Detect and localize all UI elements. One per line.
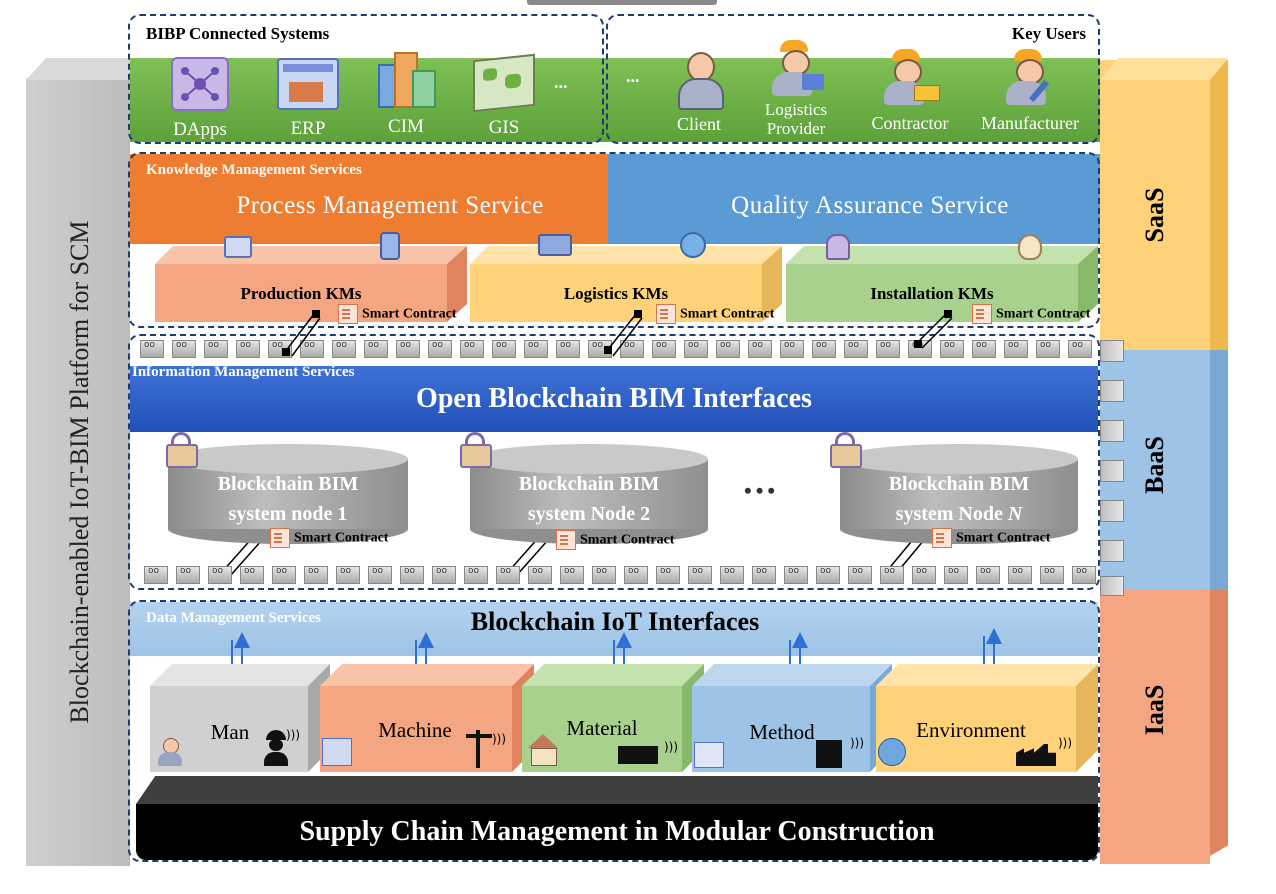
smart-contract-km-1: Smart Contract bbox=[338, 304, 456, 324]
bim-node-n: Blockchain BIM system Node N bbox=[840, 444, 1078, 544]
information-panel bbox=[128, 334, 1100, 590]
factory-screen-icon bbox=[277, 58, 339, 110]
wifi-icon: ))) bbox=[286, 728, 301, 742]
process-band bbox=[130, 154, 608, 244]
connected-systems-title: BIBP Connected Systems bbox=[146, 24, 330, 43]
open-bim-interfaces: Open Blockchain BIM Interfaces bbox=[416, 383, 812, 414]
blockchain-bottom bbox=[144, 562, 1100, 588]
iaas-pillar bbox=[1100, 590, 1210, 864]
client-item: Client bbox=[656, 36, 742, 146]
container-icon bbox=[618, 746, 658, 764]
buildings-icon bbox=[378, 52, 436, 108]
schedule-icon bbox=[694, 742, 724, 768]
wifi-icon: ))) bbox=[850, 736, 865, 750]
wifi-icon: ))) bbox=[1058, 736, 1073, 750]
nodes-ellipsis: ••• bbox=[744, 478, 780, 503]
smart-contract-node-n: Smart Contract bbox=[932, 528, 1050, 548]
padlock-icon bbox=[828, 432, 862, 468]
contract-icon bbox=[932, 528, 952, 548]
erp-item: ERP bbox=[268, 54, 348, 144]
open-bim-band bbox=[130, 366, 1098, 432]
contract-icon bbox=[556, 530, 576, 550]
key-users-panel: Key Users ... Client Logistics Provider … bbox=[606, 14, 1100, 144]
contractor-item: Contractor bbox=[860, 36, 960, 146]
wifi-icon: ))) bbox=[664, 740, 679, 754]
crane-icon bbox=[466, 730, 492, 768]
connected-systems-panel: BIBP Connected Systems DApps ERP CIM GIS… bbox=[128, 14, 604, 144]
users-more: ... bbox=[626, 66, 640, 86]
smart-contract-km-2: Smart Contract bbox=[656, 304, 774, 324]
iot-interfaces: Blockchain IoT Interfaces bbox=[470, 607, 760, 636]
manufacturer-item: Manufacturer bbox=[970, 36, 1090, 146]
worker-icon bbox=[826, 234, 850, 260]
padlock-icon bbox=[164, 432, 198, 468]
manufacturer-worker-icon bbox=[1002, 48, 1058, 107]
globe-pin-icon bbox=[680, 232, 706, 258]
smart-contract-km-3: Smart Contract bbox=[972, 304, 1090, 324]
footer-label: Supply Chain Management in Modular Const… bbox=[136, 804, 1098, 860]
calendar-icon bbox=[224, 236, 252, 258]
contract-icon bbox=[270, 528, 290, 548]
document-icon bbox=[816, 740, 842, 768]
saas-pillar-top bbox=[1100, 58, 1228, 80]
cim-item: CIM bbox=[366, 50, 446, 144]
knowledge-title: Knowledge Management Services bbox=[146, 162, 362, 178]
data-title: Data Management Services bbox=[146, 610, 321, 626]
platform-slab bbox=[26, 78, 130, 866]
smart-contract-node-2: Smart Contract bbox=[556, 530, 674, 550]
client-person-icon bbox=[676, 48, 724, 110]
bim-node-2: Blockchain BIM system Node 2 bbox=[470, 444, 708, 544]
top-tab bbox=[527, 0, 717, 5]
hardhat-worker-icon bbox=[262, 728, 290, 768]
blockchain-top bbox=[140, 336, 1092, 362]
environment-box: Environment bbox=[876, 664, 1098, 772]
process-service: Process Management Service bbox=[236, 192, 544, 219]
saas-pillar-side bbox=[1210, 60, 1228, 350]
house-icon bbox=[526, 734, 560, 766]
network-icon bbox=[171, 57, 229, 111]
base-plate bbox=[150, 772, 1098, 778]
earth-icon bbox=[878, 738, 906, 766]
wifi-icon: ))) bbox=[492, 732, 507, 746]
contractor-worker-icon bbox=[882, 48, 940, 107]
logistics-provider-item: Logistics Provider bbox=[748, 32, 844, 146]
connected-more: ... bbox=[554, 72, 568, 92]
person-icon bbox=[156, 738, 184, 768]
quality-band bbox=[608, 154, 1100, 244]
padlock-icon bbox=[458, 432, 492, 468]
truck-icon bbox=[538, 234, 572, 256]
contract-icon bbox=[972, 304, 992, 324]
data-panel bbox=[128, 600, 1100, 862]
baas-pillar-side bbox=[1210, 350, 1228, 590]
knowledge-panel bbox=[128, 152, 1100, 328]
contract-icon bbox=[656, 304, 676, 324]
information-title: Information Management Services bbox=[132, 364, 355, 380]
platform-slab-top bbox=[26, 58, 156, 80]
bim-node-1: Blockchain BIM system node 1 bbox=[168, 444, 408, 544]
vertical-chain bbox=[1100, 340, 1124, 596]
money-bag-icon bbox=[1018, 234, 1042, 260]
iaas-pillar-side bbox=[1210, 590, 1228, 856]
gis-item: GIS bbox=[464, 52, 544, 144]
smart-contract-node-1: Smart Contract bbox=[270, 528, 388, 548]
key-users-title: Key Users bbox=[1011, 24, 1086, 43]
contract-icon bbox=[338, 304, 358, 324]
flowchart-icon bbox=[322, 738, 352, 766]
phone-icon bbox=[380, 232, 400, 260]
footer-top-slab bbox=[136, 776, 1098, 804]
quality-service: Quality Assurance Service bbox=[731, 192, 1009, 219]
saas-pillar bbox=[1100, 60, 1210, 350]
logistics-worker-icon bbox=[768, 40, 824, 98]
machine-box: Machine bbox=[320, 664, 534, 772]
dapps-item: DApps bbox=[160, 54, 240, 144]
logistics-km-box: Logistics KMs bbox=[470, 244, 782, 322]
